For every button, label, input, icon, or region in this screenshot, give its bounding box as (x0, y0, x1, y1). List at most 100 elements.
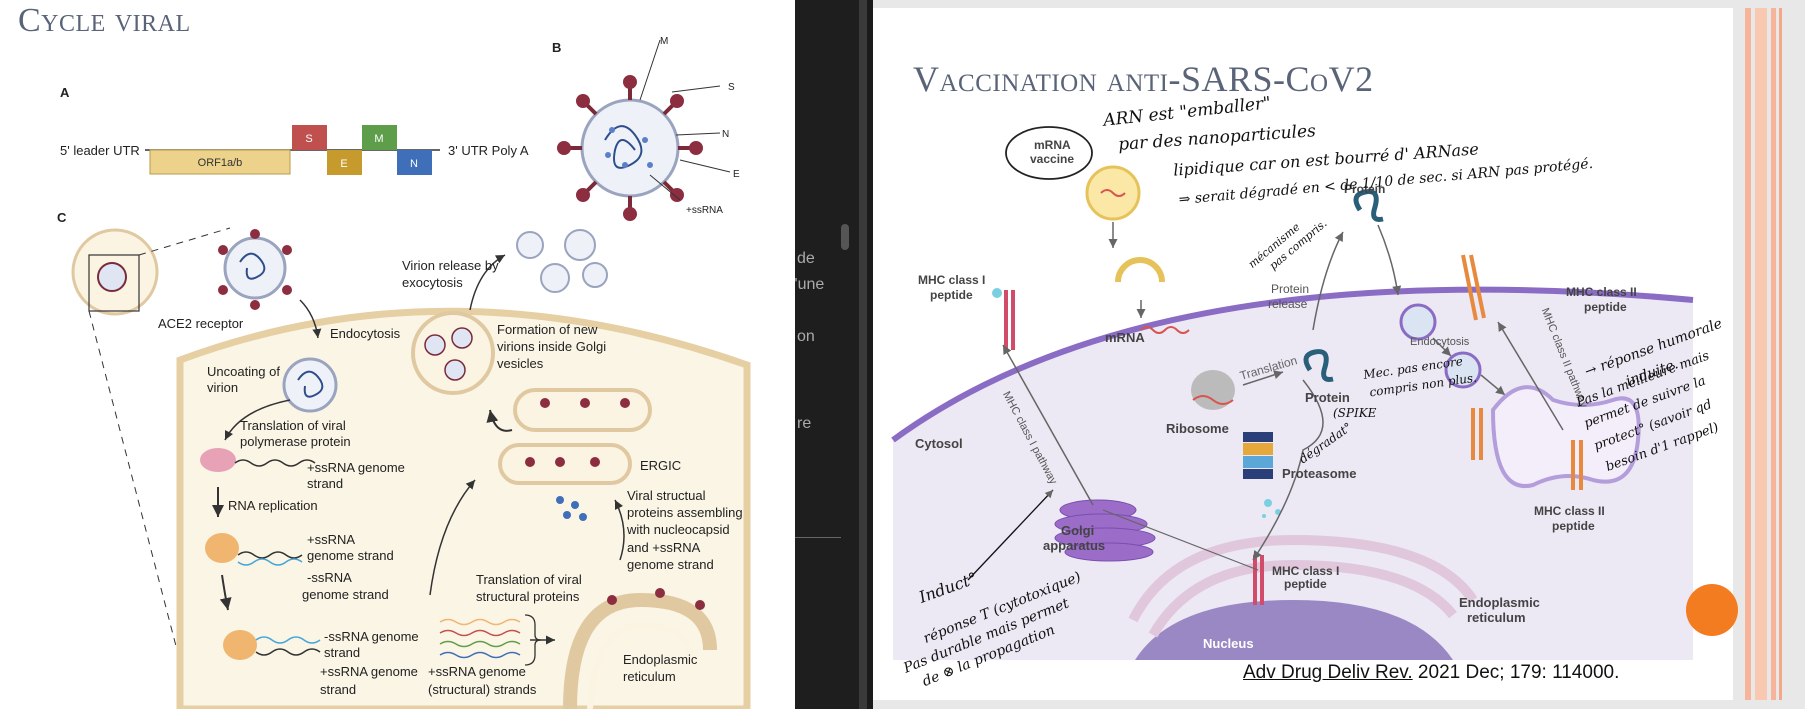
s-gene-box (292, 125, 327, 150)
er-label-2: reticulum (623, 669, 676, 684)
golgi-label-2: apparatus (1043, 538, 1106, 553)
plus-genome2-label-1: +ssRNA genome (320, 664, 418, 679)
assembling-label-4: and +ssRNA (627, 540, 701, 555)
endocytosis-label-right: Endocytosis (1410, 336, 1470, 348)
nucleus-shape (1135, 600, 1453, 660)
er-label-right-1: Endoplasmic (1459, 595, 1540, 610)
ergic-upper (513, 388, 652, 432)
stub-text-1: de (797, 250, 815, 267)
m-gene-box (362, 125, 397, 150)
mhc1-peptide-label-1: MHC class I (918, 273, 986, 287)
endocytosis-label: Endocytosis (330, 326, 401, 341)
panel-b-label: B (552, 40, 561, 55)
genome1-label-2: strand (307, 476, 344, 491)
genome1-label-1: +ssRNA genome (307, 460, 405, 475)
uncoating-label-1: Uncoating of (207, 364, 280, 379)
virion-s-label: S (728, 82, 735, 93)
mhc1-er-label-2: peptide (1284, 577, 1327, 591)
panel-c-label: C (57, 210, 67, 225)
rna-replication-label: RNA replication (228, 498, 318, 513)
translation-poly-label-1: Translation of viral (240, 418, 346, 433)
mhc2-bottom-label-1: MHC class II (1534, 504, 1605, 518)
n-gene-label: N (410, 158, 418, 170)
formation-label-3: vesicles (497, 356, 544, 371)
ergic-lower (498, 443, 632, 485)
translation-struct-label-2: structural proteins (476, 589, 580, 604)
translation-poly-label-2: polymerase protein (240, 434, 351, 449)
minus-genome-label-1: -ssRNA (307, 570, 352, 585)
n-gene-box (397, 150, 432, 175)
nucleus-label: Nucleus (1203, 636, 1254, 651)
translation-struct-label-1: Translation of viral (476, 572, 582, 587)
window-divider[interactable] (859, 0, 867, 709)
mhc2-top-label-2: peptide (1584, 300, 1627, 314)
er-label-right-2: reticulum (1467, 610, 1526, 625)
plus-genome-label-1: +ssRNA (307, 532, 356, 547)
ergic-label: ERGIC (640, 458, 682, 473)
virion-illustration (557, 39, 731, 221)
assembling-label-3: with nucleocapsid (627, 522, 730, 537)
formation-label-1: Formation of new (497, 322, 598, 337)
mrna-vaccine-label-2: vaccine (1030, 152, 1075, 166)
golgi-label-1: Golgi (1061, 523, 1095, 538)
protein-release-label-2: release (1268, 297, 1308, 311)
citation-link[interactable]: Adv Drug Deliv Rev. (1243, 662, 1413, 683)
ace2-label: ACE2 receptor (158, 316, 244, 331)
minus-genome2-label-2: strand (324, 645, 361, 660)
virion-e-label: E (733, 169, 740, 180)
plus-genome2-label-2: strand (320, 682, 357, 697)
mhc2-bottom-label-2: peptide (1552, 519, 1595, 533)
virion-m-label: M (660, 36, 668, 47)
mhc1-peptide-label-2: peptide (930, 288, 973, 302)
left-slide-title: Cycle viral (18, 2, 191, 39)
m-gene-label: M (374, 133, 383, 145)
stub-text-2: l'une (795, 276, 825, 293)
orf-gene-box (149, 149, 291, 175)
utr3-label: 3' UTR Poly A (448, 143, 529, 158)
panel-a-label: A (60, 85, 70, 100)
stub-text-3: on (797, 328, 815, 345)
mrna-vaccine-label-1: mRNA (1034, 138, 1071, 152)
virion-rna-label: +ssRNA (686, 205, 723, 216)
left-slide: Cycle viral A 5' leader UTR ORF1a/b S E … (0, 0, 795, 709)
protein-mid-label: Protein (1305, 390, 1350, 405)
assembling-label-1: Viral structual (627, 488, 706, 503)
viral-cycle-diagram: A 5' leader UTR ORF1a/b S E M N 3' UTR P… (57, 36, 751, 709)
e-gene-box (327, 150, 362, 175)
stub-text-4: re (797, 415, 812, 432)
citation: Adv Drug Deliv Rev. 2021 Dec; 179: 11400… (1243, 662, 1620, 683)
mhc1-er-label-1: MHC class I (1272, 564, 1340, 578)
right-slide: Vaccination anti-SARS-CoV2 (873, 0, 1805, 709)
citation-details: 2021 Dec; 179: 114000. (1412, 662, 1620, 683)
s-gene-label: S (305, 133, 312, 145)
assembling-label-5: genome strand (627, 557, 714, 572)
mrna-label: mRNA (1105, 330, 1145, 345)
slide-accent-dot (1686, 584, 1738, 636)
uncoating-label-2: virion (207, 380, 239, 395)
release-label-1: Virion release by (402, 258, 499, 273)
cytosol-label: Cytosol (915, 436, 963, 451)
e-gene-label: E (340, 158, 347, 170)
formation-label-2: virions inside Golgi (497, 339, 607, 354)
golgi-vesicle (411, 311, 495, 395)
orf-label: ORF1a/b (198, 157, 243, 169)
minus-genome-label-2: genome strand (302, 587, 389, 602)
leader-utr-label: 5' leader UTR (60, 143, 140, 158)
background-window-strip: de l'une on re (795, 0, 865, 709)
virion-n-label: N (722, 129, 729, 140)
er-label-1: Endoplasmic (623, 652, 698, 667)
assembling-label-2: proteins assembling (627, 505, 743, 520)
structural-strands-label-2: (structural) strands (428, 682, 537, 697)
vaccination-diagram (891, 126, 1738, 660)
protein-top-label: Protein (1344, 182, 1386, 196)
annotation-spike: (SPIKE (1333, 406, 1377, 420)
mhc2-top-label-1: MHC class II (1566, 285, 1637, 299)
plus-genome-label-2: genome strand (307, 548, 394, 563)
scrollbar-thumb[interactable] (841, 224, 849, 250)
right-slide-title: Vaccination anti-SARS-CoV2 (913, 59, 1374, 99)
proteasome-label: Proteasome (1282, 466, 1357, 481)
protein-release-label-1: Protein (1271, 282, 1310, 296)
structural-strands-label-1: +ssRNA genome (428, 664, 526, 679)
ribosome-label: Ribosome (1166, 421, 1229, 436)
release-label-2: exocytosis (402, 275, 463, 290)
